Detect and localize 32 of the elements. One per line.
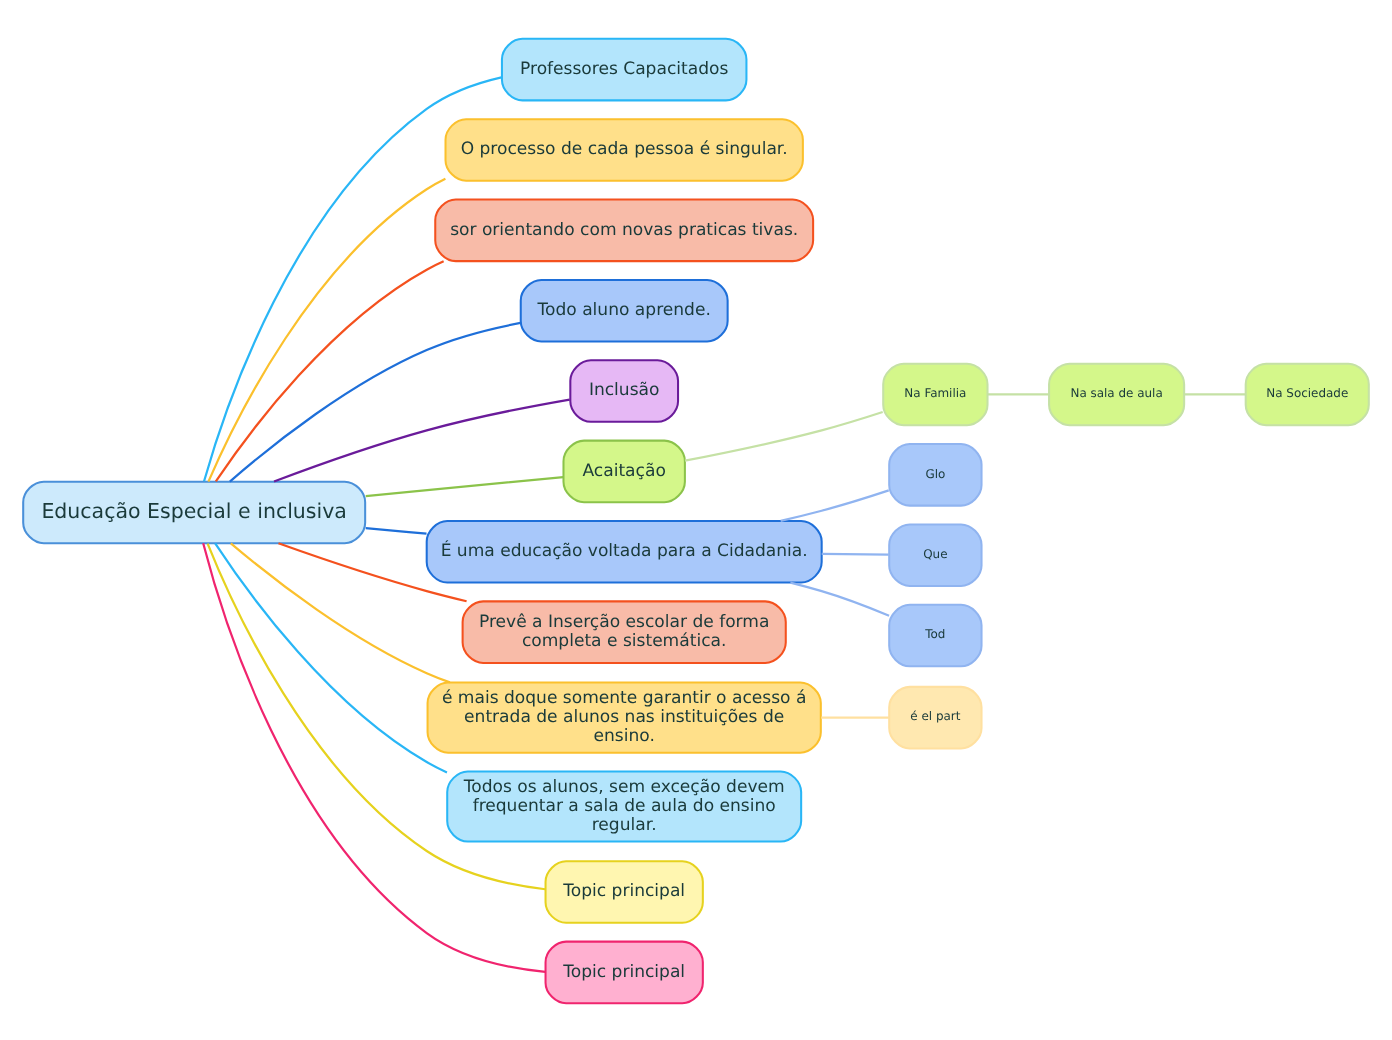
connector	[780, 488, 890, 521]
node-box: é mais doque somente garantir o acesso á entrada de alunos nas instituições de ensino.	[426, 680, 822, 753]
node-box: Todos os alunos, sem exceção devem frequentar a sala de aula do ensino regular.	[446, 769, 803, 842]
node-box: Acaitação	[562, 438, 686, 503]
connector	[365, 526, 427, 534]
connector	[203, 75, 502, 481]
connector	[206, 542, 546, 890]
connector	[214, 259, 445, 481]
connector	[365, 475, 564, 497]
connector	[202, 541, 546, 972]
connector	[273, 397, 570, 482]
connector	[207, 176, 446, 482]
connector	[790, 580, 890, 616]
node-box: sor orientando com novas praticas tivas.	[434, 197, 815, 262]
connector	[987, 392, 1049, 395]
node-box: O processo de cada pessoa é singular.	[444, 117, 804, 181]
node-box: É uma educação voltada para a Cidadania.	[425, 518, 823, 583]
node-box: Inclusão	[569, 358, 680, 422]
connector	[684, 410, 884, 461]
connector	[821, 715, 890, 718]
node-box: Prevê a Inserção escolar de forma completa e sistemática.	[461, 599, 787, 663]
connector	[230, 541, 451, 683]
node-box: Todo aluno aprende.	[519, 277, 729, 342]
connector	[1184, 392, 1246, 395]
node-box: Professores Capacitados	[500, 36, 748, 101]
connector	[821, 551, 889, 555]
connector	[278, 541, 467, 602]
connector	[214, 541, 448, 773]
connector	[229, 320, 521, 482]
node-box: Topic principal	[544, 939, 704, 1004]
node-box: Educação Especial e inclusiva	[22, 479, 367, 544]
node-box: Topic principal	[544, 859, 704, 923]
